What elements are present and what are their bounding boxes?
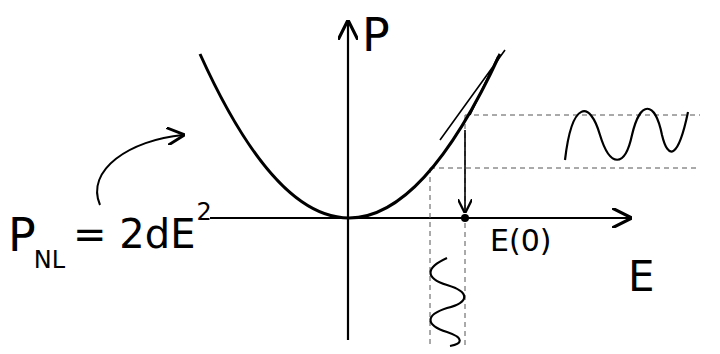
axis-label: E — [628, 256, 655, 298]
equation-subscript: NL — [34, 248, 65, 272]
bias-arrow — [464, 130, 466, 212]
bias-point — [461, 214, 469, 222]
e-axis — [210, 217, 630, 219]
axis-label: P — [362, 12, 390, 58]
equation-text: = 2dE — [73, 214, 195, 254]
equation-symbol: P — [8, 212, 36, 258]
point-label: E(0) — [490, 226, 551, 256]
tangent-strokes — [440, 50, 505, 140]
input-wave — [431, 258, 465, 346]
output-wave — [565, 109, 688, 160]
p-axis — [347, 22, 349, 340]
projection-lines — [430, 115, 700, 345]
parabola-curve — [200, 54, 500, 218]
equation-superscript: 2 — [196, 200, 211, 224]
pointer-arrow — [97, 135, 183, 205]
